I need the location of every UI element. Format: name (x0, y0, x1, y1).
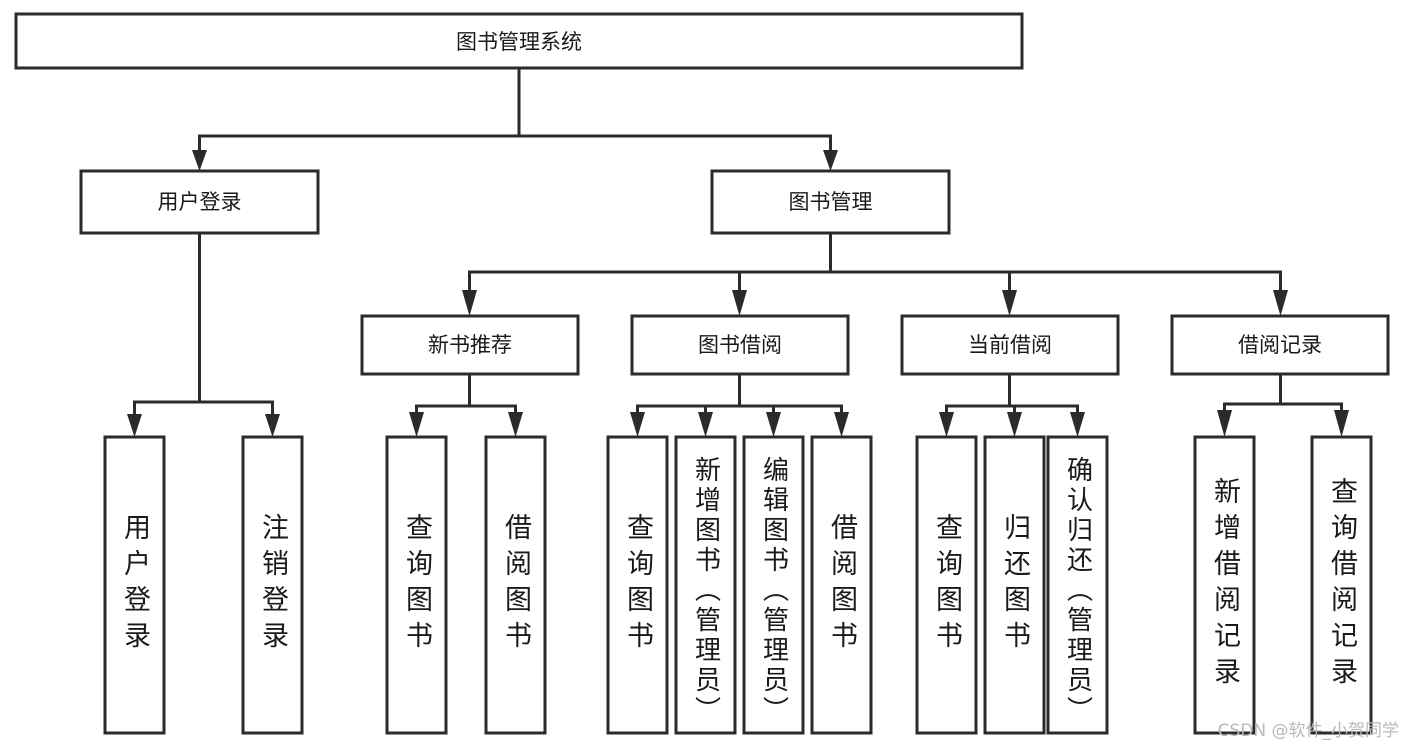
csdn-watermark: CSDN @软件_小贺同学 (1217, 721, 1399, 741)
borrow-record-box[interactable] (1170, 314, 1390, 376)
leaf-box-query-book-current[interactable] (915, 435, 978, 735)
node-book-borrow[interactable]: 图书借阅 (630, 314, 850, 376)
edges-layer (127, 66, 1349, 437)
leaf-box-return-book[interactable] (983, 435, 1046, 735)
leaf-box-query-borrow-record[interactable] (1310, 435, 1373, 735)
node-current-borrow[interactable]: 当前借阅 (900, 314, 1120, 376)
root-label: 图书管理系统 (456, 30, 582, 54)
root-box[interactable] (14, 12, 1024, 70)
leaf-box-borrow-book[interactable] (810, 435, 873, 735)
leaf-box-add-borrow-record[interactable] (1193, 435, 1256, 735)
new-book-recommend-label: 新书推荐 (428, 333, 512, 357)
edge-borrow-record-to-leaves (1217, 372, 1349, 437)
current-borrow-box[interactable] (900, 314, 1120, 376)
node-user-login[interactable]: 用户登录 (79, 169, 320, 235)
edge-book-borrow-to-leaves (630, 372, 849, 437)
book-borrow-label: 图书借阅 (698, 333, 782, 357)
leaf-box-user-login[interactable] (103, 435, 166, 735)
leaf-box-query-book-borrow[interactable] (606, 435, 669, 735)
edge-current-borrow-to-leaves (939, 372, 1085, 437)
edge-new-book-recommend-to-leaves (409, 372, 523, 437)
user-login-box[interactable] (79, 169, 320, 235)
node-root[interactable]: 图书管理系统 (14, 12, 1024, 70)
book-borrow-box[interactable] (630, 314, 850, 376)
edge-book-management-to-level3 (462, 231, 1288, 316)
new-book-recommend-box[interactable] (360, 314, 580, 376)
leaf-box-confirm-return-admin[interactable] (1046, 435, 1109, 735)
leaf-box-edit-book-admin[interactable] (742, 435, 805, 735)
node-new-book-recommend[interactable]: 新书推荐 (360, 314, 580, 376)
user-login-label: 用户登录 (158, 190, 242, 214)
book-management-box[interactable] (710, 169, 951, 235)
edge-user-login-to-leaves (127, 231, 280, 437)
node-borrow-record[interactable]: 借阅记录 (1170, 314, 1390, 376)
book-management-label: 图书管理 (789, 190, 873, 214)
current-borrow-label: 当前借阅 (968, 333, 1052, 357)
edge-root-to-level2 (192, 66, 838, 171)
node-book-management[interactable]: 图书管理 (710, 169, 951, 235)
leaf-box-logout-login[interactable] (241, 435, 304, 735)
leaf-box-query-book-new[interactable] (385, 435, 448, 735)
leaf-box-add-book-admin[interactable] (674, 435, 737, 735)
leaf-box-borrow-book-new[interactable] (484, 435, 547, 735)
borrow-record-label: 借阅记录 (1238, 333, 1322, 357)
leaf-boxes-layer (103, 435, 1373, 735)
